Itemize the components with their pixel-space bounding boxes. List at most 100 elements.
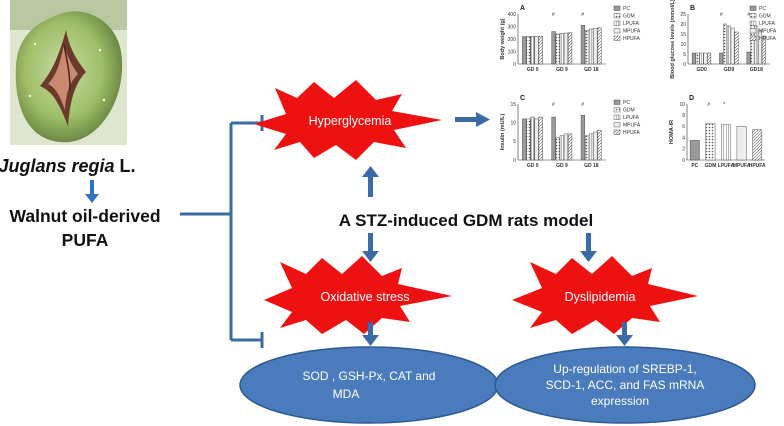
panel-A-legend-swatch [613, 5, 621, 11]
inhibition-bracket [180, 115, 264, 348]
panel-A-ytick: 400 [508, 12, 517, 18]
panel-A-bar [584, 30, 590, 65]
panel-D-xtick: PC [691, 163, 698, 169]
arrow-model-to-oxidative [362, 233, 379, 262]
panel-A-xtick: GD 0 [527, 67, 539, 73]
panel-C-xtick: GD 18 [584, 163, 599, 169]
panel-A-ytick: 300 [508, 24, 517, 30]
panel-A-ytick: 200 [508, 37, 517, 43]
panel-A-legend-swatch [613, 13, 621, 19]
panel-D-ytick: 6 [682, 124, 685, 130]
panel-A-bar [551, 31, 556, 65]
panel-B-xtick: GD18 [750, 67, 763, 73]
panel-A-bar [526, 36, 531, 65]
panel-B-bar [695, 52, 700, 65]
panel-A-ytick: 100 [508, 49, 517, 55]
panel-C-xtick: GD 0 [527, 163, 539, 169]
panel-C-bar [551, 116, 556, 161]
panel-C-xtick: GD 9 [556, 163, 568, 169]
panel-A-bar [538, 35, 543, 65]
panel-A-annotation: # [581, 12, 584, 18]
panel-D-ylabel: HOMA-IR [669, 120, 675, 144]
panel-A-xtick: GD 9 [556, 67, 568, 73]
panel-D-ytick: 8 [682, 113, 685, 119]
oxidative-stress-burst: Oxidative stress [264, 256, 452, 334]
panel-D-ytick: 2 [682, 147, 685, 153]
panel-D-letter: D [689, 95, 694, 102]
panel-B-legend-swatch [749, 35, 757, 41]
panel-C-bar [563, 133, 569, 161]
panel-A-bar [559, 33, 564, 65]
panel-B-bar [758, 29, 762, 65]
walnut-photo [10, 0, 127, 145]
panel-A-bar [580, 25, 586, 65]
panel-C-bar [589, 133, 594, 161]
panel-B-legend-swatch [749, 28, 757, 34]
panel-C-bar [530, 116, 535, 161]
panel-C-ytick: 15 [510, 102, 516, 108]
panel-B-bar [707, 52, 712, 65]
panel-C-bar [597, 129, 602, 161]
arrow-dyslipidemia-to-outcome [616, 322, 633, 346]
oxidative-outcome-line1: SOD , GSH-Px, CAT and [303, 369, 436, 383]
panel-C-legend-swatch [613, 129, 621, 135]
panel-B-annotation: # [747, 12, 750, 18]
panel-D-ytick: 0 [682, 158, 685, 164]
panel-C-bar [534, 118, 539, 161]
panel-B-bar [691, 52, 696, 65]
panel-A-bar [589, 28, 594, 65]
panel-A-bar [597, 27, 602, 65]
panel-D-bar [721, 124, 731, 161]
dyslipidemia-burst: Dyslipidemia [512, 256, 698, 334]
panel-B-ytick: 10 [680, 42, 686, 48]
panel-B-legend-label: HPUFA [759, 36, 776, 42]
panel-A-bar [522, 36, 527, 65]
panel-A-ytick: 0 [513, 62, 516, 68]
panel-C-legend-label: GDM [623, 108, 635, 114]
panel-A-ylabel: Body weight (g) [500, 18, 506, 59]
panel-B-ytick: 15 [680, 32, 686, 38]
panel-A-bar [555, 33, 560, 65]
arrow-model-to-dyslipidemia [580, 233, 597, 262]
lipid-outcome-line3: expression [591, 394, 649, 408]
extract-label-line2: PUFA [62, 230, 109, 250]
panel-D-xtick: LPUFA [718, 163, 735, 169]
panel-C-legend-label: LPUFA [623, 115, 640, 121]
model-title: A STZ-induced GDM rats model [339, 211, 593, 230]
panel-A-legend-label: HPUFA [623, 36, 640, 42]
species-author: L. [120, 156, 136, 176]
panel-B-letter: B [690, 5, 695, 12]
panel-B-annotation: # [720, 12, 723, 18]
panel-B-bar [726, 25, 731, 65]
panel-C-bar [567, 133, 573, 161]
panel-B-legend-swatch [749, 20, 757, 26]
panel-B-legend-label: GDM [759, 14, 771, 20]
panel-A-bar [530, 36, 535, 65]
panel-C-legend-swatch [613, 122, 621, 128]
panel-B-legend-swatch [749, 13, 757, 19]
panel-B-bar [699, 52, 704, 65]
hyperglycemia-label: Hyperglycemia [309, 114, 392, 128]
panel-C-ytick: 10 [510, 120, 516, 126]
dyslipidemia-label: Dyslipidemia [565, 290, 636, 304]
panel-A-xtick: GD 18 [584, 67, 599, 73]
panel-C-legend-swatch [613, 107, 621, 113]
panel-D-xtick: HPUFA [749, 163, 766, 169]
panel-C-annotation: # [552, 102, 555, 108]
lipid-outcome-line2: SCD-1, ACC, and FAS mRNA [546, 378, 705, 392]
panel-B-legend-label: PC [759, 6, 766, 12]
panel-C-ylabel: Insulin (mU/L) [500, 114, 506, 151]
panel-B-ytick: 20 [680, 22, 686, 28]
panel-A-annotation: # [552, 12, 555, 18]
panel-D-bar [752, 129, 763, 161]
panel-B-bar [734, 31, 739, 65]
panel-B-bar [703, 52, 708, 65]
panel-C-annotation: # [581, 102, 584, 108]
panel-B-bar [719, 52, 724, 65]
panel-B-ytick: 5 [683, 52, 686, 58]
panel-C-ytick: 5 [513, 139, 516, 145]
panel-C-bar [580, 114, 586, 161]
panel-C-legend-label: MPUFA [623, 123, 641, 129]
